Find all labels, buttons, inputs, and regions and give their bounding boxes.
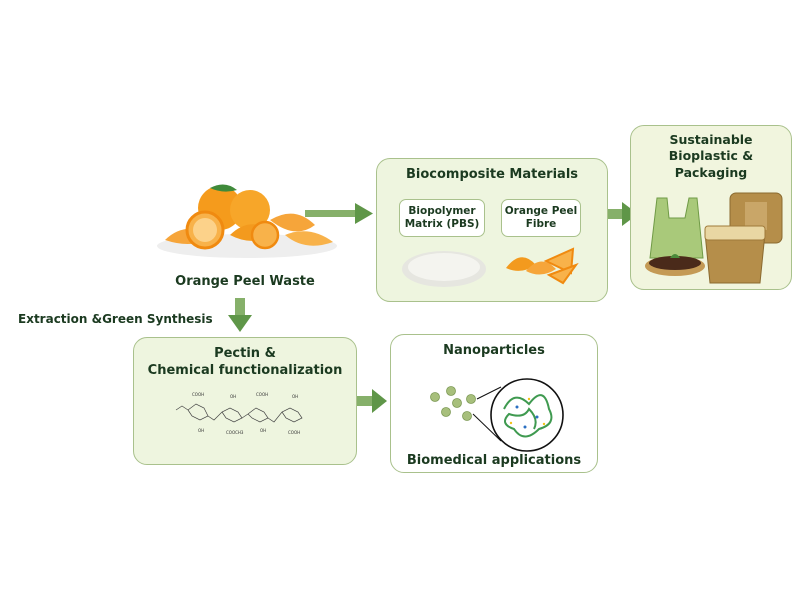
bioplastic-packaging-illustration: [645, 192, 783, 284]
packaging-title-1: Sustainable: [669, 132, 753, 147]
label-cooch3: COOCH3: [226, 430, 244, 435]
pectin-structure-diagram: COOH OH OH COOCH3 COOH OH OH COOH: [175, 392, 303, 435]
arrow-down-to-pectin: [228, 298, 252, 332]
pectin-title: Pectin & Chemical functionalization: [134, 346, 356, 380]
pectin-title-2: Chemical functionalization: [147, 362, 343, 378]
biocomposite-title: Biocomposite Materials: [405, 167, 579, 182]
packaging-title: Sustainable Bioplastic & Packaging: [631, 132, 791, 181]
label-cooh-3: COOH: [288, 430, 300, 435]
biomedical-applications-caption: Biomedical applications: [406, 453, 582, 468]
orange-peel-fibre-image: [506, 247, 579, 285]
label-oh-2: OH: [230, 394, 236, 399]
biopolymer-label-1: Biopolymer: [408, 204, 476, 217]
label-oh-4: OH: [292, 394, 298, 399]
nanoparticles-box: Nanoparticles Biomedical applications: [390, 334, 598, 473]
fibre-label-1: Orange Peel: [504, 204, 578, 217]
label-cooh-2: COOH: [256, 392, 268, 397]
pectin-structure-labels: COOH OH OH COOCH3 COOH OH OH COOH: [192, 392, 300, 435]
packaging-title-2: Bioplastic &: [668, 148, 754, 164]
nanoparticles-title: Nanoparticles: [443, 343, 545, 358]
label-oh-1: OH: [198, 428, 204, 433]
label-oh-3: OH: [260, 428, 266, 433]
packaging-title-3: Packaging: [674, 164, 748, 180]
biopolymer-label-2: Matrix (PBS): [404, 218, 480, 230]
label-cooh-1: COOH: [192, 392, 204, 397]
pbs-granules-image: [402, 251, 486, 287]
pectin-title-1: Pectin &: [214, 346, 276, 361]
orange-peel-waste-illustration: [157, 184, 337, 258]
arrow-to-nanoparticles: [357, 389, 387, 413]
process-label: Extraction &Green Synthesis: [18, 312, 213, 326]
arrow-to-biocomposite: [305, 203, 373, 224]
packaging-box: Sustainable Bioplastic & Packaging: [630, 125, 792, 290]
fibre-label-2: Fibre: [525, 218, 557, 230]
pectin-box: Pectin & Chemical functionalization COOH…: [133, 337, 357, 465]
orange-peel-waste-label: Orange Peel Waste: [175, 274, 315, 289]
nanoparticle-illustration: [430, 378, 564, 452]
